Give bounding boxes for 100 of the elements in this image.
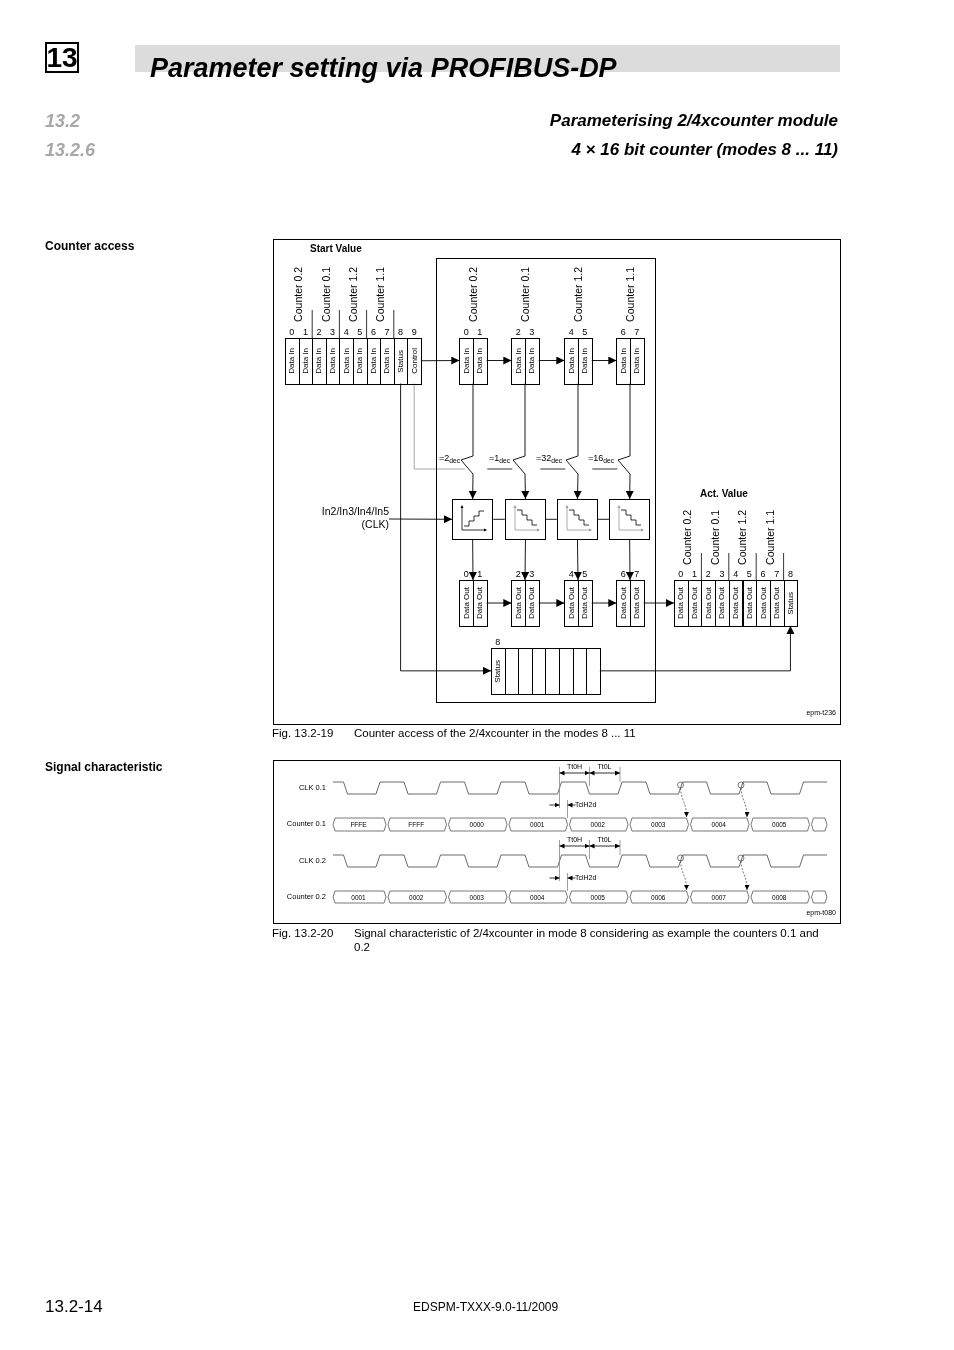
- register-cell: [491, 648, 506, 695]
- bit-number: 7: [633, 570, 641, 579]
- register-cell: [473, 580, 488, 627]
- counter-label: Counter 0.2: [467, 267, 479, 322]
- counter-label: Counter 1.2: [737, 510, 748, 565]
- bit-number: 8: [786, 570, 794, 579]
- register-cell: [728, 580, 744, 627]
- cell-label: Data In: [356, 348, 365, 375]
- bit-number: 1: [691, 570, 699, 579]
- register-cell: [630, 580, 645, 627]
- bit-number: 4: [567, 570, 575, 579]
- register-cell: [564, 580, 579, 627]
- bit-number: 0: [288, 328, 296, 337]
- register-cell: [525, 337, 540, 385]
- cell-label: Data Out: [732, 587, 741, 620]
- connector-line: [545, 518, 558, 520]
- cell-label: Data Out: [619, 587, 628, 620]
- bit-number: 2: [514, 570, 522, 579]
- section-heading: Parameterising 2/4xcounter module: [549, 110, 838, 132]
- bit-number: 5: [581, 327, 589, 337]
- cell-label: Data Out: [567, 587, 576, 620]
- bit-number: 1: [301, 328, 309, 337]
- bit-number: 0: [677, 570, 685, 579]
- cell-label: Data In: [315, 348, 324, 375]
- cell-label: Data In: [383, 348, 392, 375]
- bit-number: 6: [619, 570, 627, 579]
- cell-label: Data Out: [745, 587, 754, 620]
- register-cell: [459, 337, 474, 385]
- counter-label: Counter 0.1: [519, 267, 531, 322]
- document-number: EDSPM-TXXX-9.0-11/2009: [413, 1300, 559, 1315]
- register-cell: [701, 580, 717, 627]
- cell-label: Data In: [288, 348, 297, 375]
- register-cell: [578, 580, 593, 627]
- register-cell: [473, 337, 488, 385]
- figure-caption: Signal characteristic of 2/4xcounter in mode 8 considering as example the counters 0.1 and 0.2: [354, 926, 820, 955]
- bit-number: 2: [704, 570, 712, 579]
- switch-condition-label: =32$_{dec}$: [536, 453, 563, 465]
- counter-label: Counter 1.1: [764, 510, 776, 565]
- counter-block: [504, 499, 547, 540]
- cell-label: Data In: [514, 348, 523, 374]
- cell-label: Data In: [342, 348, 351, 375]
- register-cell: [616, 580, 631, 627]
- bit-number: 4: [732, 570, 740, 579]
- cell-label: Status: [786, 592, 795, 615]
- bit-number: 3: [329, 328, 337, 337]
- bit-number: 4: [567, 327, 575, 337]
- cell-label: Data Out: [581, 587, 590, 620]
- cell-label: Control: [410, 348, 419, 375]
- switch-condition-label: =1$_{dec}$: [489, 453, 511, 465]
- register-cell: [518, 648, 533, 695]
- section-heading: 4 × 16 bit counter (modes 8 ... 11): [571, 139, 838, 161]
- cell-label: Data In: [329, 348, 338, 375]
- cell-label: Data Out: [528, 587, 537, 620]
- side-heading: Counter access: [45, 239, 135, 254]
- register-cell: [742, 580, 758, 627]
- connector-line: [597, 518, 610, 520]
- register-cell: [511, 580, 526, 627]
- counter-label: Counter 0.2: [682, 510, 693, 565]
- register-cell: [715, 580, 730, 627]
- cell-label: Data Out: [462, 587, 471, 620]
- switch-condition-label: =2$_{dec}$: [439, 453, 461, 463]
- cell-label: Status: [397, 349, 406, 373]
- counter-block: [609, 499, 651, 540]
- figure-caption: Counter access of the 2/4xcounter in the modes 8 ... 11: [354, 726, 636, 741]
- register-cell: [339, 338, 354, 385]
- bit-number: 8: [494, 638, 502, 647]
- page-title: Parameter setting via PROFIBUS-DP: [150, 52, 617, 85]
- bit-number: 7: [633, 327, 641, 337]
- register-cell: [578, 337, 593, 385]
- cell-label: Data Out: [677, 587, 686, 620]
- register-cell: [325, 338, 341, 385]
- register-cell: [285, 338, 300, 385]
- register-cell: [545, 648, 560, 695]
- counter-label: Counter 1.2: [572, 267, 584, 322]
- cell-label: Data Out: [704, 587, 713, 620]
- counter-block: [556, 499, 599, 540]
- bit-number: 6: [369, 328, 377, 337]
- bit-number: 5: [356, 328, 364, 337]
- bit-number: 0: [462, 570, 470, 579]
- register-cell: [559, 648, 574, 695]
- cell-label: Data In: [301, 348, 310, 375]
- section-number: 13.2.6: [45, 139, 96, 162]
- bit-number: 1: [476, 327, 484, 337]
- counter-label: Counter 0.1: [709, 510, 721, 565]
- cell-label: Data Out: [476, 587, 485, 620]
- register-cell: [504, 648, 520, 695]
- register-cell: [564, 337, 579, 385]
- register-cell: [630, 337, 645, 385]
- page-number: 13.2-14: [45, 1296, 103, 1318]
- figure-number: Fig. 13.2-20: [272, 926, 334, 941]
- bit-number: 7: [383, 328, 391, 337]
- cell-label: Data In: [476, 348, 485, 374]
- register-cell: [616, 337, 631, 385]
- counter-label: Counter 1.2: [347, 267, 359, 322]
- bit-number: 8: [397, 328, 405, 337]
- cell-label: Data In: [567, 348, 576, 374]
- counter-block: [452, 499, 494, 540]
- register-cell: [756, 580, 771, 627]
- register-cell: [393, 338, 409, 385]
- counter-label: Counter 0.2: [293, 267, 304, 322]
